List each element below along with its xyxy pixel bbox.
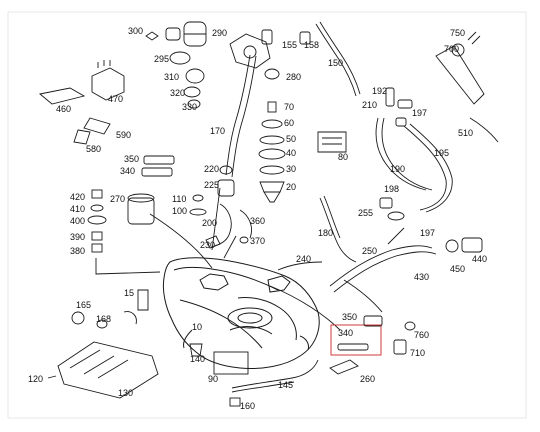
callout-168: 168 — [96, 314, 111, 324]
callout-590: 590 — [116, 130, 131, 140]
callout-197a: 197 — [412, 108, 427, 118]
callout-192: 192 — [372, 86, 387, 96]
callout-280: 280 — [286, 72, 301, 82]
callout-420: 420 — [70, 192, 85, 202]
callout-340b: 340 — [338, 328, 353, 338]
callout-158: 158 — [304, 40, 319, 50]
callout-110: 110 — [172, 194, 186, 204]
callout-710: 710 — [410, 348, 425, 358]
callout-510: 510 — [458, 128, 473, 138]
fuel-tank — [162, 257, 320, 369]
callout-220: 220 — [204, 164, 219, 174]
callout-430: 430 — [414, 272, 429, 282]
callout-295: 295 — [154, 54, 169, 64]
callout-225: 225 — [204, 180, 219, 190]
callout-100: 100 — [172, 206, 187, 216]
callout-50: 50 — [286, 134, 296, 144]
callout-90: 90 — [208, 374, 218, 384]
callout-155: 155 — [282, 40, 297, 50]
callout-390: 390 — [70, 232, 85, 242]
highlight-box — [330, 324, 382, 356]
callout-197b: 197 — [420, 228, 435, 238]
callout-210: 210 — [362, 100, 377, 110]
callout-360: 360 — [250, 216, 265, 226]
callout-440: 440 — [472, 254, 487, 264]
callout-198: 198 — [384, 184, 399, 194]
callout-170: 170 — [210, 126, 225, 136]
callout-160: 160 — [240, 401, 255, 411]
callout-15: 15 — [124, 288, 134, 298]
callout-470: 470 — [108, 94, 123, 104]
callout-190: 190 — [390, 164, 405, 174]
callout-180: 180 — [318, 228, 333, 238]
callout-20: 20 — [286, 182, 296, 192]
pipes-and-leaders — [95, 21, 453, 393]
callout-330: 330 — [182, 102, 197, 112]
callout-250: 250 — [362, 246, 377, 256]
callout-30: 30 — [286, 164, 296, 174]
callout-10: 10 — [192, 322, 202, 332]
callout-165: 165 — [76, 300, 91, 310]
callout-700: 700 — [444, 44, 459, 54]
callout-410: 410 — [70, 204, 85, 214]
callout-370: 370 — [250, 236, 265, 246]
callout-80: 80 — [338, 152, 348, 162]
callout-750: 750 — [450, 28, 465, 38]
callout-290: 290 — [212, 28, 227, 38]
callout-200: 200 — [202, 218, 217, 228]
callout-380: 380 — [70, 246, 85, 256]
callout-760: 760 — [414, 330, 429, 340]
callout-300: 300 — [128, 26, 143, 36]
callout-270: 270 — [110, 194, 125, 204]
callout-240: 240 — [296, 254, 311, 264]
callout-120: 120 — [28, 374, 43, 384]
callout-130: 130 — [118, 388, 133, 398]
callout-350a: 350 — [124, 154, 139, 164]
callout-350b: 350 — [342, 312, 357, 322]
callout-320: 320 — [170, 88, 185, 98]
callout-310: 310 — [164, 72, 179, 82]
callout-580: 580 — [86, 144, 101, 154]
callout-260: 260 — [360, 374, 375, 384]
callout-140: 140 — [190, 354, 205, 364]
callout-40: 40 — [286, 148, 296, 158]
callout-145: 145 — [278, 380, 293, 390]
callout-labels: 300 290 155 158 750 700 295 310 320 330 … — [28, 26, 487, 411]
callout-340a: 340 — [120, 166, 135, 176]
callout-70: 70 — [284, 102, 294, 112]
small-parts — [38, 21, 499, 407]
callout-230: 230 — [200, 240, 215, 250]
callout-150: 150 — [328, 58, 343, 68]
callout-195: 195 — [434, 148, 449, 158]
callout-255: 255 — [358, 208, 373, 218]
callout-400: 400 — [70, 216, 85, 226]
callout-460: 460 — [56, 104, 71, 114]
callout-60: 60 — [284, 118, 294, 128]
callout-450: 450 — [450, 264, 465, 274]
